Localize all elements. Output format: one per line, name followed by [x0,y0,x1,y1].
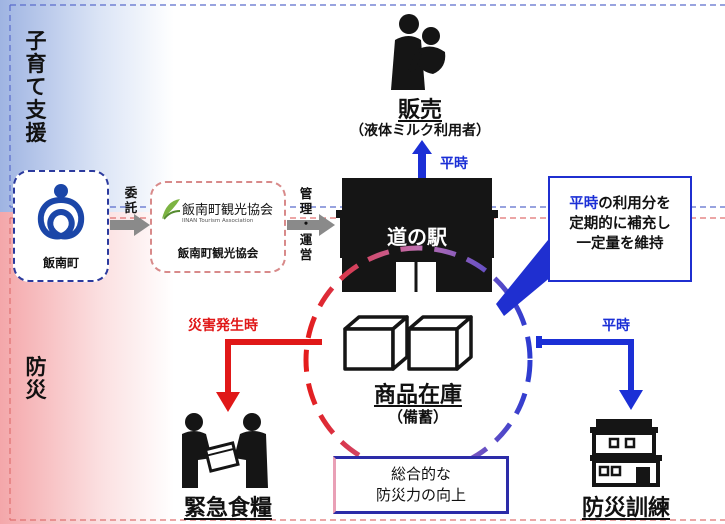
association-logo-icon [162,199,181,220]
inventory-subtitle: （備蓄） [387,408,448,426]
emergency-handout-icon [182,413,268,488]
emergency-arrow-label: 災害発生時 [188,318,258,334]
sales-title: 販売 [397,98,442,123]
association-box: 飯南町観光協会 IINAN Tourism Association 飯南町観光協… [150,181,286,273]
house-icon [590,419,662,487]
sales-arrow [412,140,432,178]
summary-box: 総合的な 防災力の向上 [333,456,509,514]
manage-label-2: 運営 [299,232,313,262]
sales-subtitle: （液体ミルク利用者） [350,123,490,139]
manage-arrow [287,214,335,236]
town-emblem-icon [37,184,85,240]
refill-callout: 平時の利用分を 定期的に補充し 一定量を維持 [548,176,692,282]
summary-line2: 防災力の向上 [375,486,466,504]
station-label: 道の駅 [387,225,447,249]
store-icon [336,178,498,292]
emergency-arrow [216,339,322,412]
manage-label-1: 管理・ [299,186,313,231]
association-logo-sub: IINAN Tourism Association [182,218,254,224]
callout-line3: 一定量を維持 [576,236,664,252]
boxes-icon [343,315,473,371]
association-logo-text: 飯南町観光協会 [182,203,274,218]
section-label-childcare: 子育て支援 [25,29,47,145]
callout-pointer [496,240,564,316]
section-label-disaster: 防災 [25,355,47,402]
summary-line1: 総合的な [390,465,451,483]
town-box: 飯南町 [13,170,109,282]
association-label: 飯南町観光協会 [177,246,259,260]
callout-line1: の利用分を [598,196,671,212]
callout-highlight: 平時 [569,196,599,212]
drill-arrow [536,336,643,410]
drill-arrow-label: 平時 [602,318,630,334]
entrust-arrow [110,214,150,236]
inventory-title: 商品在庫 [373,383,462,408]
emergency-title: 緊急食糧 [183,496,272,521]
sales-arrow-label: 平時 [440,156,468,172]
town-label: 飯南町 [42,256,79,270]
callout-line2: 定期的に補充し [569,216,671,232]
parent-child-icon [391,14,446,90]
entrust-label: 委託 [124,185,138,215]
drill-title: 防災訓練 [581,496,670,521]
